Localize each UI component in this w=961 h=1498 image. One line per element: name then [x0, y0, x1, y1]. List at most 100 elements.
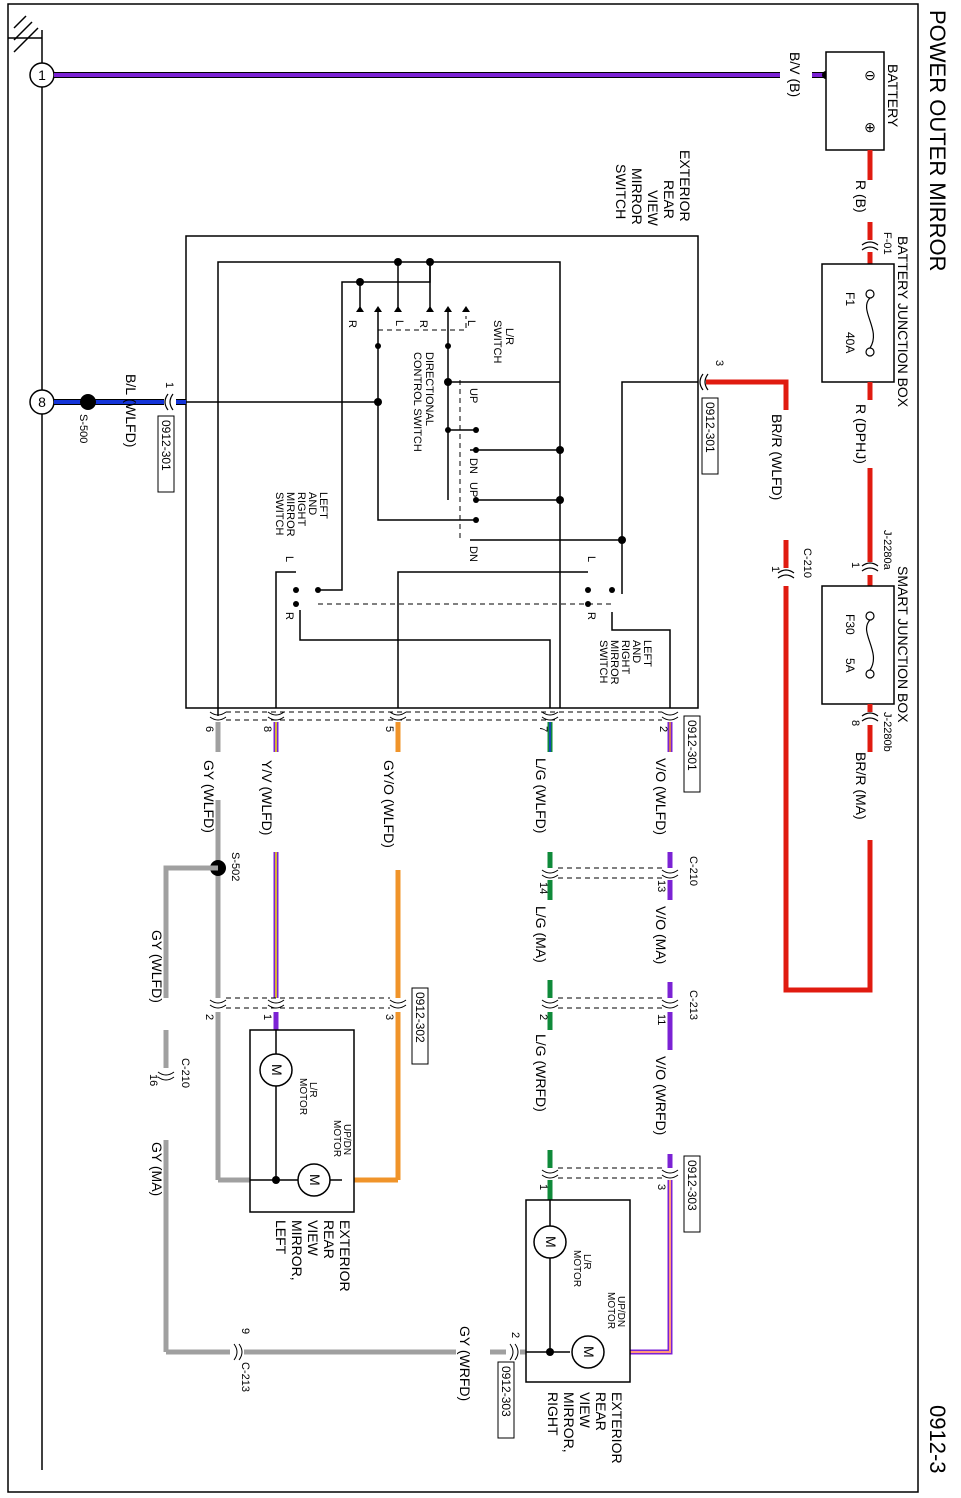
page-border [7, 3, 919, 1493]
svg-text:REAR: REAR [321, 1220, 337, 1259]
svg-text:F30: F30 [843, 614, 857, 635]
wire-bv [54, 71, 830, 79]
connector-label-0912-303-top: 0912-303 [683, 1155, 701, 1233]
svg-text:0912-301: 0912-301 [159, 420, 173, 471]
mirror-right-label: EXTERIOR REAR VIEW MIRROR, RIGHT [545, 1392, 625, 1464]
wire-label-bl: B/L (WLFD) [123, 374, 139, 447]
ground-bus [8, 15, 43, 1470]
svg-text:MOTOR: MOTOR [331, 1120, 342, 1157]
svg-text:RIGHT: RIGHT [295, 492, 307, 527]
wire-label-yv-wlfd: Y/V (WLFD) [259, 760, 275, 835]
lr-switch-label: L/R SWITCH [491, 320, 515, 363]
svg-text:5: 5 [383, 726, 395, 732]
bjb-label: BATTERY JUNCTION BOX [895, 236, 911, 408]
svg-text:40A: 40A [843, 332, 857, 353]
wire-label-lg-wrfd: L/G (WRFD) [533, 1034, 549, 1112]
svg-text:0912-301: 0912-301 [685, 720, 699, 771]
svg-text:M: M [307, 1174, 323, 1186]
svg-text:SWITCH: SWITCH [613, 164, 629, 219]
ground-hatch [13, 15, 27, 29]
wire-gy-wlfd [163, 722, 250, 1183]
svg-text:7: 7 [537, 726, 549, 732]
svg-text:1: 1 [261, 1014, 273, 1020]
svg-text:MIRROR,: MIRROR, [561, 1392, 577, 1453]
svg-text:16: 16 [147, 1074, 159, 1086]
wire-label-brr-wlfd: BR/R (WLFD) [769, 414, 785, 500]
svg-text:8: 8 [261, 726, 273, 732]
svg-text:C-210: C-210 [687, 856, 699, 886]
mirror-right: M M L/R MOTOR UP/DN MOTOR [525, 1199, 631, 1383]
svg-text:LEFT: LEFT [273, 1220, 289, 1255]
wire-gy-branch [157, 1030, 526, 1361]
splice-s500 [80, 394, 96, 410]
lr-motor-left-icon: M [259, 1053, 293, 1087]
svg-text:L/R: L/R [503, 328, 515, 345]
svg-text:5A: 5A [843, 658, 857, 673]
wire-rdphj [861, 382, 879, 586]
svg-text:0912-302: 0912-302 [413, 992, 427, 1043]
svg-text:1: 1 [38, 67, 46, 83]
svg-text:EXTERIOR: EXTERIOR [609, 1392, 625, 1464]
wire-label-rb: R (B) [853, 180, 869, 213]
battery: ⊖ ⊕ [825, 51, 885, 151]
svg-text:0912-303: 0912-303 [499, 1366, 513, 1417]
switch-internal-wiring [186, 261, 698, 716]
svg-text:REAR: REAR [593, 1392, 609, 1431]
switch-junctions [293, 258, 626, 607]
svg-text:L: L [585, 556, 597, 562]
svg-text:L: L [465, 320, 477, 326]
page-title: POWER OUTER MIRROR [925, 10, 950, 272]
svg-text:DN: DN [467, 458, 479, 474]
connector-c210-b [541, 867, 679, 879]
svg-text:S-502: S-502 [229, 852, 241, 881]
connector-0912-303-top [541, 1167, 679, 1179]
connector-label-0912-303-bottom: 0912-303 [497, 1361, 515, 1439]
svg-text:R: R [346, 320, 358, 328]
svg-text:DN: DN [467, 546, 479, 562]
svg-text:3: 3 [655, 1184, 667, 1190]
wire-label-lg-ma: L/G (MA) [533, 906, 549, 963]
svg-text:CONTROL SWITCH: CONTROL SWITCH [411, 352, 423, 452]
svg-text:REAR: REAR [661, 180, 677, 219]
ground-point-1: 1 [29, 62, 55, 88]
fuse-icon [865, 619, 875, 671]
svg-text:EXTERIOR: EXTERIOR [337, 1220, 353, 1292]
svg-text:M: M [543, 1236, 559, 1248]
sjb-connector-a: J-2280a [881, 530, 893, 571]
svg-text:L/R: L/R [581, 1254, 592, 1270]
switch-contacts [356, 306, 470, 312]
battery-minus-icon: ⊖ [864, 67, 876, 83]
svg-text:2: 2 [203, 1014, 215, 1020]
svg-text:6: 6 [203, 726, 215, 732]
wire-label-gy-ma: GY (MA) [149, 1142, 165, 1196]
svg-text:MOTOR: MOTOR [605, 1292, 616, 1329]
svg-text:M: M [269, 1064, 285, 1076]
svg-text:8: 8 [849, 720, 861, 726]
wire-label-vo-wrfd: V/O (WRFD) [653, 1056, 669, 1135]
svg-text:LEFT: LEFT [641, 640, 653, 667]
page-number: 0912-3 [925, 1405, 950, 1474]
svg-text:LEFT: LEFT [317, 492, 329, 519]
lr-mirror-switch-label-top: LEFT AND RIGHT MIRROR SWITCH [273, 492, 329, 537]
svg-text:MIRROR: MIRROR [284, 492, 296, 537]
wire-label-vo-wlfd: V/O (WLFD) [653, 758, 669, 835]
svg-text:F1: F1 [843, 292, 857, 306]
svg-text:MOTOR: MOTOR [571, 1250, 582, 1287]
sjb-label: SMART JUNCTION BOX [895, 566, 911, 723]
battery-label: BATTERY [885, 64, 901, 128]
svg-text:UP: UP [467, 388, 479, 403]
smart-junction-box: F30 5A [821, 585, 895, 705]
svg-text:8: 8 [38, 394, 46, 410]
svg-text:UP/DN: UP/DN [341, 1124, 352, 1155]
svg-text:DIRECTIONAL: DIRECTIONAL [423, 352, 435, 426]
svg-text:1: 1 [849, 562, 861, 568]
updn-motor-left-icon: M [297, 1163, 331, 1197]
connector-label-0912-302: 0912-302 [411, 987, 429, 1065]
svg-text:1: 1 [769, 566, 781, 572]
svg-text:AND: AND [630, 640, 642, 663]
svg-text:R: R [283, 612, 295, 620]
svg-text:MIRROR: MIRROR [608, 640, 620, 685]
svg-text:3: 3 [713, 360, 725, 366]
connector-0912-301-bottom [209, 711, 679, 721]
